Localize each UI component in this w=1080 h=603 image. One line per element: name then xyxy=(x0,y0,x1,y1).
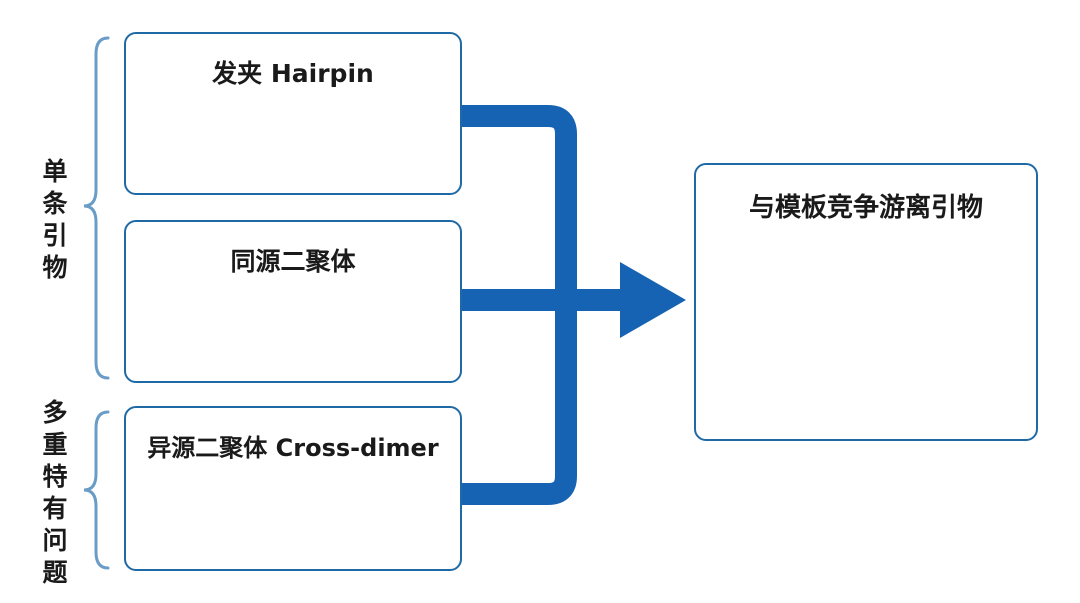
multiplex-bracket xyxy=(83,410,110,570)
hairpin-title: 发夹 Hairpin xyxy=(212,59,374,88)
arrow-head-icon xyxy=(620,262,686,338)
multiplex-issue-label: 多 重 特 有 问 题 xyxy=(42,398,68,587)
self-dimer-title: 同源二聚体 xyxy=(230,247,356,276)
result-panel: 与模板竞争游离引物 xyxy=(694,163,1038,441)
cross-dimer-panel: 异源二聚体 Cross-dimer xyxy=(124,406,462,571)
hairpin-panel: 发夹 Hairpin xyxy=(124,32,462,195)
self-dimer-panel: 同源二聚体 xyxy=(124,220,462,383)
result-title: 与模板竞争游离引物 xyxy=(748,193,983,223)
single-primer-bracket xyxy=(83,36,110,380)
single-primer-label: 单 条 引 物 xyxy=(42,157,68,282)
cross-dimer-title: 异源二聚体 Cross-dimer xyxy=(147,434,439,462)
